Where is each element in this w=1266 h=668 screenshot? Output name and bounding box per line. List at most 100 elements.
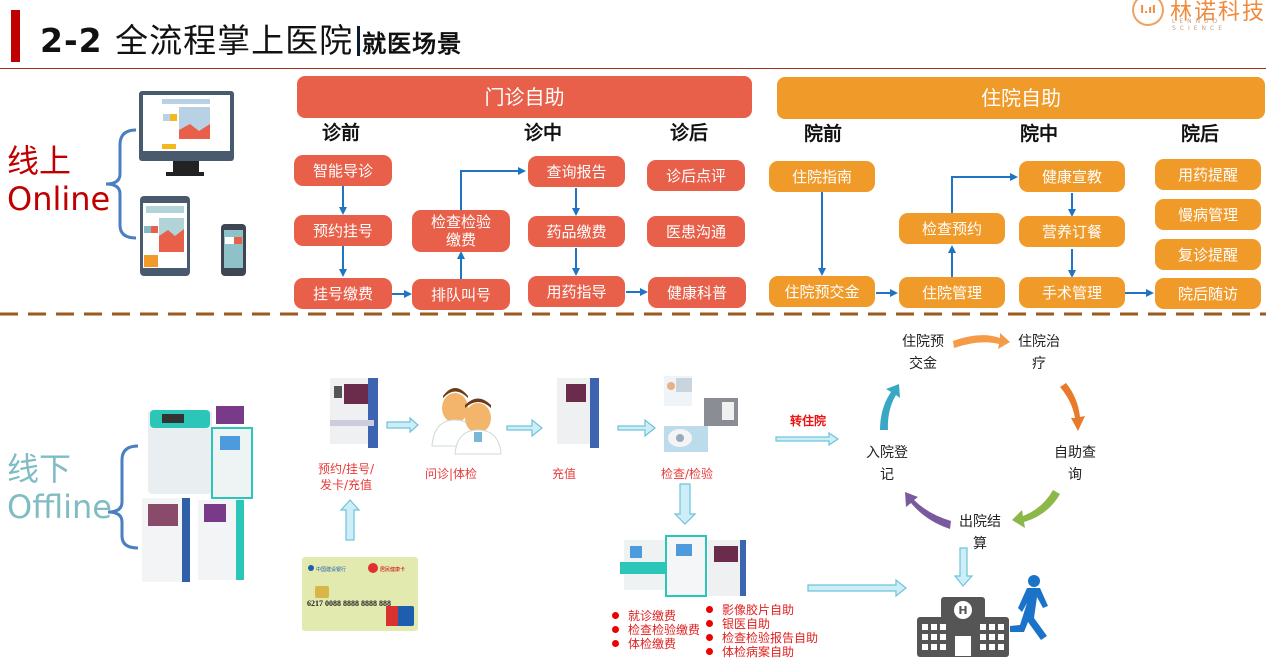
box-appointment[interactable]: 预约挂号 [294,215,392,246]
label-exam-lab: 检查/检验 [660,467,714,481]
box-queue-call[interactable]: 排队叫号 [412,279,510,310]
offline-label-en: Offline [7,488,112,526]
box-doctor-patient-comm[interactable]: 医患沟通 [647,216,745,247]
label-transfer-inpatient: 转住院 [789,414,826,428]
list-item-text: 检查检验缴费 [628,623,701,637]
list-item-text: 就诊缴费 [628,609,677,623]
outpatient-self-service-header: 门诊自助 [297,76,752,118]
cycle-label-settlement: 出院结 算 [959,514,1001,552]
cycle-label-treatment: 住院治 疗 [1018,334,1060,372]
stage-before-visit: 诊前 [322,122,361,144]
box-health-science[interactable]: 健康科普 [648,277,746,308]
cycle-label-admission: 入院登 记 [866,445,908,483]
list-item-text: 体检缴费 [628,637,677,651]
arrow-exam-to-admission [775,431,840,447]
examination-images [664,376,738,452]
stage-during-visit: 诊中 [524,122,563,144]
box-admission-deposit[interactable]: 住院预交金 [769,276,875,307]
header-accent-bar [11,10,20,62]
arrow-recharge-to-exam [617,418,656,438]
arrow-exam-to-payment [673,483,697,525]
cycle-arrow-admission-to-deposit [880,384,900,430]
box-smart-triage[interactable]: 智能导诊 [294,155,392,186]
box-health-education[interactable]: 健康宣教 [1019,161,1125,192]
list-item-text: 检查检验报告自助 [722,631,819,645]
cycle-label-deposit: 住院预 交金 [902,334,944,372]
offline-label-cn: 线下 [7,450,72,488]
recharge-kiosk-image [557,378,599,448]
header-rule [0,68,1266,69]
online-label-cn: 线上 [7,142,72,180]
box-drug-fee[interactable]: 药品缴费 [528,216,625,247]
list-item: 检查检验报告自助 [706,631,818,645]
list-item-text: 体检病案自助 [722,645,795,659]
payment-kiosks-image [620,535,746,597]
tablet-icon [140,196,190,276]
card-bank: 中国建设银行 [316,566,346,573]
online-brace [105,128,137,240]
cycle-arrow-query-to-settlement [1012,490,1060,528]
arrow-card-to-kiosk [339,499,361,541]
online-label: 线上 Online [7,142,110,218]
box-registration-fee[interactable]: 挂号缴费 [294,278,392,309]
bullet-icon [706,648,713,655]
box-surgery-management[interactable]: 手术管理 [1019,277,1125,308]
logo-name: 林诺科技 [1170,0,1266,25]
bullet-icon [706,606,713,613]
box-chronic-management[interactable]: 慢病管理 [1155,199,1261,230]
cycle-arrow-treatment-to-query [1060,383,1085,431]
list-item: 银医自助 [706,617,818,631]
hospital-badge: H [958,604,967,617]
bullet-icon [706,634,713,641]
registration-kiosk-image [330,378,378,448]
arrow-settlement-to-hospital [953,547,974,587]
list-item: 就诊缴费 [612,609,700,623]
title-divider [357,26,361,56]
cycle-arrow-deposit-to-treatment [953,333,1010,349]
list-item-text: 影像胶片自助 [722,603,795,617]
list-item: 体检缴费 [612,637,700,651]
phone-icon [221,224,246,276]
offline-brace [107,444,139,550]
box-medication-reminder[interactable]: 用药提醒 [1155,159,1261,190]
box-exam-appointment[interactable]: 检查预约 [899,213,1005,244]
bullet-icon [612,612,619,619]
box-post-visit-review[interactable]: 诊后点评 [647,160,745,191]
label-recharge: 充值 [551,467,576,481]
health-card-image: 6217 0088 8888 8888 888 中国建设银行 居民健康卡 [302,557,418,631]
box-query-report[interactable]: 查询报告 [528,156,625,187]
label-consult-checkup: 问诊|体检 [424,467,478,481]
doctors-icon [431,388,502,455]
self-service-kiosks-image [142,406,253,582]
list-item-text: 银医自助 [722,617,771,631]
section-number: 2-2 [40,21,103,60]
box-revisit-reminder[interactable]: 复诊提醒 [1155,239,1261,270]
box-meal-ordering[interactable]: 营养订餐 [1019,216,1125,247]
online-label-en: Online [7,180,111,218]
box-post-discharge-followup[interactable]: 院后随访 [1155,278,1261,309]
running-person-icon [1010,575,1048,640]
box-exam-fee[interactable]: 检查检验缴费 [412,210,510,252]
bullet-icon [612,640,619,647]
stage-post-discharge: 院后 [1181,123,1220,145]
offline-label: 线下 Offline [7,450,112,526]
page-title: 2-2 全流程掌上医院就医场景 [40,14,462,62]
stage-pre-admission: 院前 [804,123,843,145]
title-text: 全流程掌上医院 [115,21,354,60]
box-admission-guide[interactable]: 住院指南 [769,161,875,192]
arrow-kiosk-to-consult [386,416,419,434]
arrow-examappt-to-education [951,173,1018,213]
box-drug-guidance[interactable]: 用药指导 [528,276,625,307]
logo-mark-icon: l.ıl [1132,0,1164,26]
list-item: 影像胶片自助 [706,603,818,617]
cycle-arrow-settlement-to-admission [905,492,951,529]
hospital-icon: H [917,597,1009,657]
label-kiosk-services: 预约/挂号/ 发卡/充值 [317,462,375,492]
box-inpatient-management[interactable]: 住院管理 [899,277,1005,308]
list-item: 体检病案自助 [706,645,818,659]
payment-services-list-right: 影像胶片自助 银医自助 检查检验报告自助 体检病案自助 [706,603,818,659]
stage-in-hospital: 院中 [1020,123,1059,145]
logo-english: LENNUO SCIENCE [1172,18,1227,32]
list-item: 检查检验缴费 [612,623,700,637]
